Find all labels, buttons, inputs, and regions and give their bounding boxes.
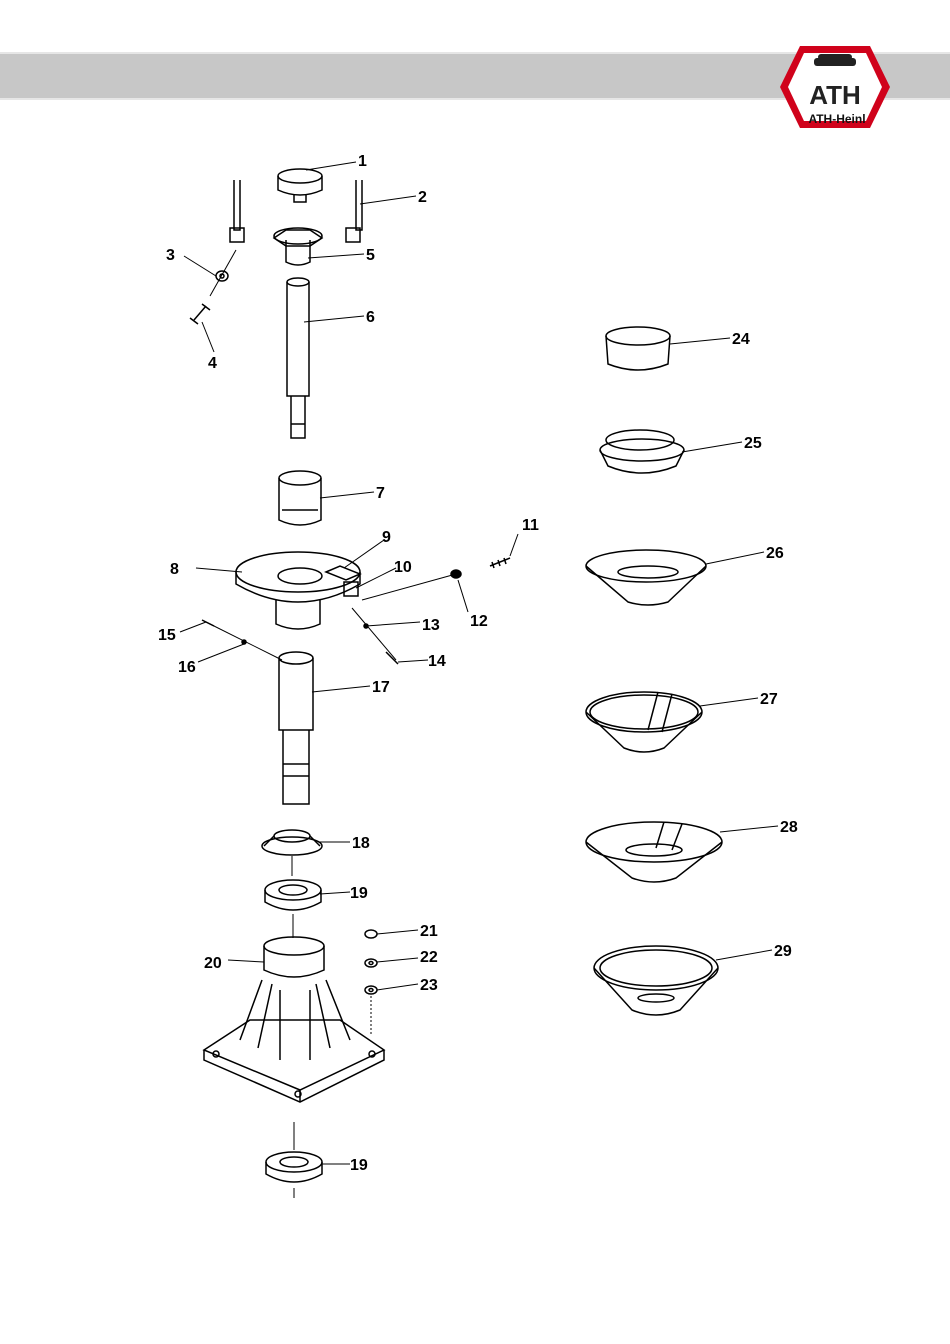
part-23-washer — [365, 986, 377, 994]
part-6-shaft — [287, 278, 309, 438]
callout-11: 11 — [522, 517, 539, 534]
callout-26: 26 — [766, 545, 784, 562]
part-26-cone — [586, 550, 706, 605]
dash-line — [352, 608, 396, 660]
callout-4: 4 — [208, 355, 217, 372]
callout-28: 28 — [780, 819, 798, 836]
callout-12: 12 — [470, 613, 488, 630]
callout-9: 9 — [382, 529, 391, 546]
callout-13: 13 — [422, 617, 440, 634]
part-3-nut — [216, 271, 228, 281]
callout-19-lower: 19 — [350, 1157, 368, 1174]
callout-15: 15 — [158, 627, 176, 644]
callout-17: 17 — [372, 679, 390, 696]
part-5-bushing — [274, 228, 322, 265]
part-12-nut — [451, 570, 461, 578]
part-27-cone — [586, 692, 702, 752]
callout-3: 3 — [166, 247, 175, 264]
part-16-ball — [242, 640, 246, 644]
callout-10: 10 — [394, 559, 412, 576]
part-17-main-shaft — [279, 652, 313, 804]
callout-7: 7 — [376, 485, 385, 502]
part-24-cone — [606, 327, 670, 370]
part-20-base — [204, 937, 384, 1102]
part-7-sleeve — [279, 471, 321, 525]
part-25-cone — [600, 430, 684, 473]
callout-19-upper: 19 — [350, 885, 368, 902]
callout-14: 14 — [428, 653, 446, 670]
part-1-cap — [278, 169, 322, 202]
part-2-brackets — [230, 180, 362, 242]
callout-2: 2 — [418, 189, 427, 206]
callout-20: 20 — [204, 955, 222, 972]
part-14-pin — [386, 652, 398, 664]
part-9-tab — [326, 566, 360, 580]
part-11-pin — [490, 558, 510, 568]
part-21-nut — [365, 930, 377, 938]
callout-18: 18 — [352, 835, 370, 852]
part-28-cone — [586, 822, 722, 882]
callout-25: 25 — [744, 435, 762, 452]
part-22-washer — [365, 959, 377, 967]
callout-6: 6 — [366, 309, 375, 326]
callout-27: 27 — [760, 691, 778, 708]
callout-8: 8 — [170, 561, 179, 578]
part-29-cone — [594, 946, 718, 1015]
callout-5: 5 — [366, 247, 375, 264]
callout-24: 24 — [732, 331, 750, 348]
part-19-bearing-upper — [265, 880, 321, 910]
callout-22: 22 — [420, 949, 438, 966]
leader-lines — [180, 162, 778, 1164]
part-18-seal — [262, 830, 322, 855]
callout-16: 16 — [178, 659, 196, 676]
callout-23: 23 — [420, 977, 438, 994]
callout-29: 29 — [774, 943, 792, 960]
callout-1: 1 — [358, 153, 367, 170]
part-19-bearing-lower — [266, 1152, 322, 1182]
part-4-screw — [190, 304, 210, 324]
callout-21: 21 — [420, 923, 438, 940]
callouts: 1 2 3 4 5 6 7 8 9 10 11 12 13 14 15 16 1… — [158, 153, 798, 1174]
dash-line — [210, 250, 236, 296]
part-8-plate — [236, 552, 360, 629]
